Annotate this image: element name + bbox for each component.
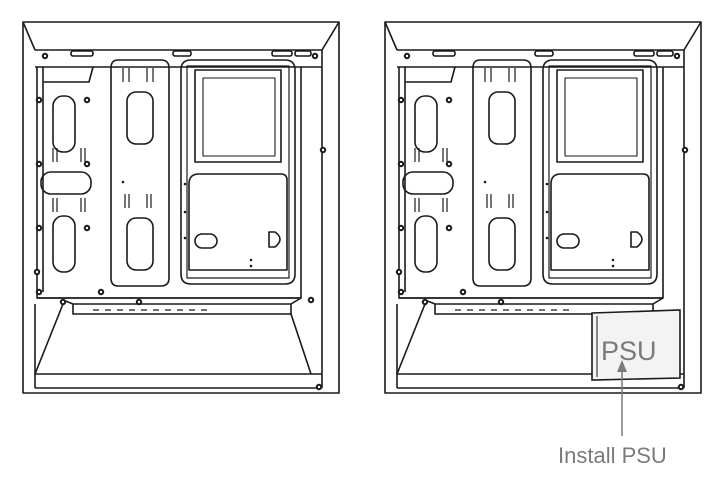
psu-label: PSU bbox=[601, 336, 657, 366]
screw-icons-left bbox=[33, 52, 327, 391]
install-psu-arrow bbox=[617, 360, 627, 436]
case-panel-before bbox=[22, 21, 340, 394]
case-panel-after: PSU bbox=[384, 21, 702, 394]
psu-unit: PSU bbox=[591, 309, 681, 381]
install-psu-caption: Install PSU bbox=[558, 443, 667, 468]
